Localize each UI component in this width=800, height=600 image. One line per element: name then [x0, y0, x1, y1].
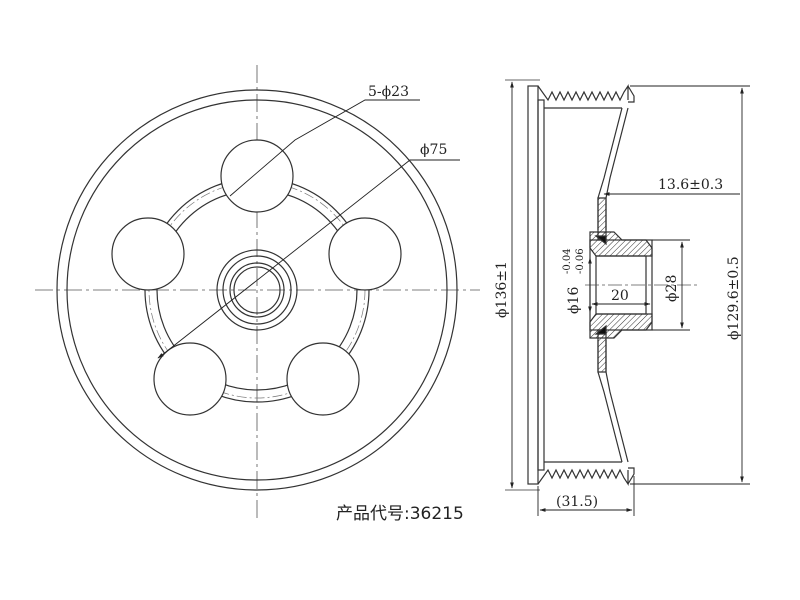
hub-outer-circle: [216, 249, 298, 331]
hub-inner-circle: [222, 255, 292, 325]
top-groove-profile: [537, 84, 629, 102]
bore-dia-label: ϕ16: [566, 287, 582, 314]
bolt-hole-top: [220, 139, 294, 213]
product-code-label: 产品代号:36215: [336, 504, 464, 524]
bottom-flange-right: [627, 467, 635, 485]
hub-length-label: 20: [611, 288, 629, 304]
flange-offset-label: 13.6±0.3: [658, 177, 723, 193]
bolt-hole-bottom-right: [286, 342, 360, 416]
bore-tol-upper: -0.04: [562, 248, 573, 274]
hub-lower-black: [594, 324, 607, 335]
bolt-hole-right: [328, 217, 402, 291]
bore-tol-lower: -0.06: [575, 248, 586, 274]
left-flange-inner: [537, 99, 545, 471]
bore-circle: [233, 266, 281, 314]
bore-outer-circle: [229, 262, 285, 318]
bolt-hole-bottom-left: [153, 342, 227, 416]
bolt-hole-left: [111, 217, 185, 291]
inner-rim-circle: [66, 99, 448, 481]
hub-upper-black: [594, 235, 607, 246]
width-dimension: [537, 476, 635, 516]
bolt-hole-leader: [229, 99, 420, 197]
pitch-circle-leader: [161, 159, 460, 356]
pitch-circle-label: ϕ75: [420, 142, 447, 158]
width-label: (31.5): [556, 494, 598, 510]
pitch-circle-leader-end: [157, 353, 164, 359]
bottom-groove-profile: [537, 468, 629, 486]
hub-dia-dimension: [652, 239, 690, 331]
bolt-holes-label: 5-ϕ23: [368, 84, 409, 100]
groove-dia-dimension: [630, 85, 750, 485]
outer-rim-circle: [56, 89, 458, 491]
top-flange-right: [627, 85, 635, 103]
groove-dia-label: ϕ129.6±0.5: [726, 256, 742, 340]
front-view: [35, 65, 480, 520]
outer-dia-label: ϕ136±1: [494, 261, 510, 318]
hub-dia-label: ϕ28: [664, 275, 680, 302]
left-flange-outer: [527, 85, 539, 485]
